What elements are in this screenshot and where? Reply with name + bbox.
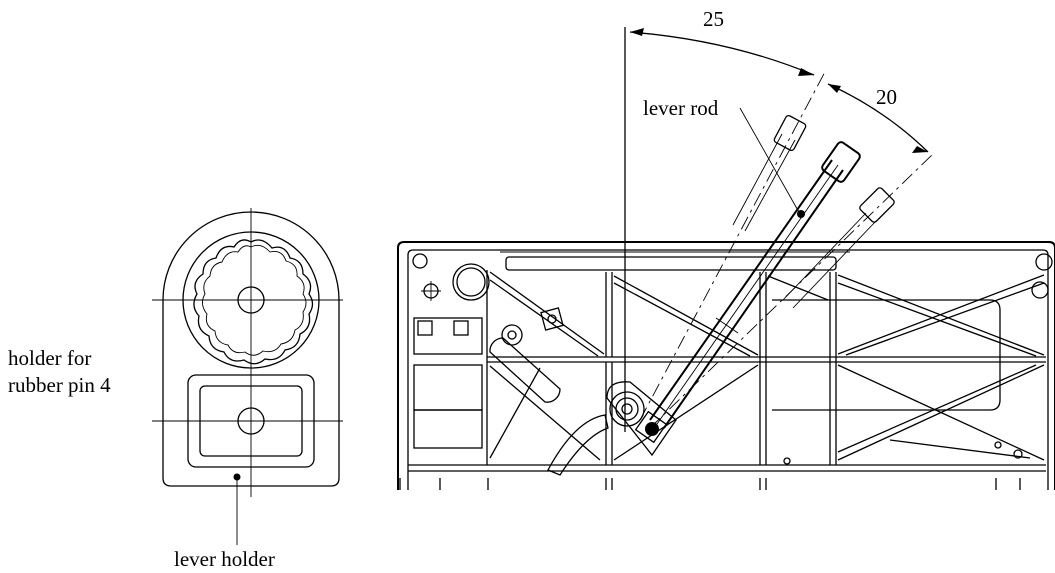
gear-scallop-inner bbox=[202, 244, 307, 356]
position-line-left bbox=[639, 69, 827, 421]
holder-label-line1: holder for bbox=[8, 346, 91, 370]
angle-arc-20 bbox=[827, 83, 929, 153]
lever-assembly bbox=[606, 27, 936, 457]
lever-rod bbox=[649, 141, 861, 429]
lever-pivot bbox=[606, 381, 677, 457]
slotted-link bbox=[489, 324, 561, 403]
angle-label-25: 25 bbox=[703, 7, 724, 31]
phantom-handle-left bbox=[732, 114, 807, 232]
holder-outline bbox=[162, 211, 340, 487]
holder-label-line2: rubber pin 4 bbox=[8, 373, 111, 397]
lever-holder-label: lever holder bbox=[174, 547, 275, 571]
gear-scallop-outer bbox=[193, 239, 314, 365]
angle-label-20: 20 bbox=[876, 85, 897, 109]
corner-hole-left bbox=[452, 263, 490, 301]
bed-outline bbox=[397, 241, 1055, 490]
machine-bed bbox=[397, 241, 1055, 490]
angle-arc-25 bbox=[629, 31, 815, 76]
phantom-handle-right bbox=[782, 187, 895, 309]
lever-rod-label: lever rod bbox=[643, 96, 719, 120]
lever-holder-detail bbox=[152, 208, 343, 545]
